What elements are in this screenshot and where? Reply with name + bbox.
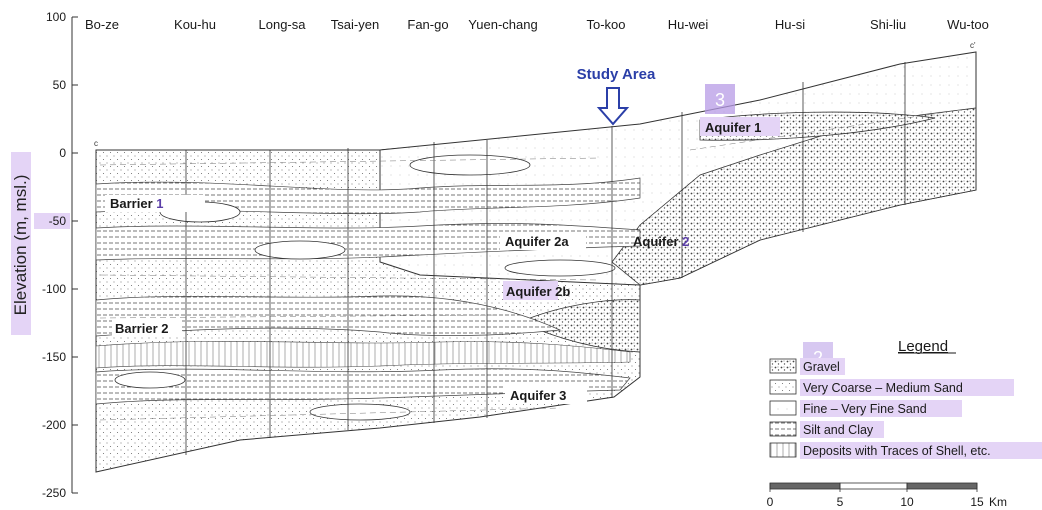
location-label: Kou-hu (174, 17, 216, 32)
y-axis-label-highlight (11, 152, 31, 335)
cross-section-body: c c' (94, 41, 977, 473)
legend-item-highlight (800, 400, 962, 417)
barrier-1-label: Barrier 1 (110, 196, 164, 211)
clay-lens (309, 403, 411, 421)
lower-gravel-lens (519, 299, 641, 353)
location-label: To-koo (586, 17, 625, 32)
scale-tick-label: 0 (767, 495, 774, 509)
down-arrow-icon (596, 87, 630, 126)
scale-tick-label: 15 (970, 495, 984, 509)
y-tick-label: -200 (42, 418, 66, 432)
location-label: Long-sa (259, 17, 307, 32)
legend-swatch (769, 400, 797, 416)
location-label: Bo-ze (85, 17, 119, 32)
legend-item-highlight (800, 379, 1014, 396)
label-backdrop (105, 195, 205, 212)
silt-clay-band-3 (95, 295, 562, 337)
legend-item-label: Very Coarse – Medium Sand (803, 381, 963, 395)
legend-item-label: Fine – Very Fine Sand (803, 402, 927, 416)
legend-item-label: Deposits with Traces of Shell, etc. (803, 444, 991, 458)
section-corner-mark: c' (970, 41, 976, 50)
y-tick-label: -250 (42, 486, 66, 500)
scale-bar-ticks: 0 5 10 15 Km (767, 483, 1007, 509)
clay-lens (114, 371, 186, 389)
svg-text:3: 3 (715, 90, 725, 110)
clay-lens (504, 259, 616, 277)
y-axis-label: Elevation (m, msl.) (11, 175, 30, 316)
y-tick-label: 100 (46, 10, 66, 24)
label-backdrop (500, 232, 586, 250)
y-tick-label: -50 (49, 214, 67, 228)
location-label: Fan-go (407, 17, 448, 32)
scale-unit-label: Km (989, 495, 1007, 509)
aquifer-2a-label: Aquifer 2a (505, 234, 569, 249)
aquifer-2-label: Aquifer 2 (633, 234, 689, 249)
layer-hatching (99, 109, 961, 421)
y-axis: 100 50 0 -50 -100 -150 -200 -250 Elevation (m, … (11, 10, 78, 500)
y-tick-label: -150 (42, 350, 66, 364)
y-tick-highlight (34, 213, 70, 229)
y-tick-label: 50 (53, 78, 67, 92)
legend-swatch (769, 442, 797, 458)
marker-badge: 3 (705, 84, 735, 114)
scale-bar: 0 5 10 15 Km (767, 482, 1007, 509)
legend-swatch (769, 421, 797, 437)
y-tick-label: -100 (42, 282, 66, 296)
study-area: Study Area (577, 66, 656, 126)
y-tick-label: 0 (59, 146, 66, 160)
borehole-lines (185, 52, 977, 455)
location-label: Tsai-yen (331, 17, 379, 32)
aquifer-2b-highlight (503, 281, 558, 300)
label-backdrop (505, 386, 587, 404)
unit-labels: Barrier 1 Barrier 2 Aquifer 1 Aquifer 2a… (105, 117, 780, 404)
legend-title: Legend (898, 338, 948, 355)
location-label: Hu-si (775, 17, 805, 32)
legend-item-highlight (800, 358, 845, 375)
silt-clay-band-1 (95, 177, 641, 215)
legend-item-label: Gravel (803, 360, 840, 374)
aquifer-1-highlight (700, 117, 780, 136)
aquifer-1-label: Aquifer 1 (705, 120, 761, 135)
location-labels: Bo-ze Kou-hu Long-sa Tsai-yen Fan-go Yuen-cha… (85, 17, 989, 32)
clay-lens (409, 154, 531, 176)
y-axis-ticks: 100 50 0 -50 -100 -150 -200 -250 (34, 10, 78, 500)
silt-clay-band-4 (95, 368, 631, 405)
location-label: Hu-wei (668, 17, 709, 32)
location-label: Wu-too (947, 17, 989, 32)
clay-lens (254, 240, 346, 260)
legend-item-highlight (800, 442, 1042, 459)
aquifer-3-label: Aquifer 3 (510, 388, 566, 403)
legend-swatch (769, 358, 797, 374)
scale-tick-label: 5 (837, 495, 844, 509)
aquifer-2b-label: Aquifer 2b (506, 284, 570, 299)
label-backdrop (112, 320, 182, 337)
legend-item-label: Silt and Clay (803, 423, 874, 437)
barrier-2-label: Barrier 2 (115, 321, 168, 336)
scale-tick-label: 10 (900, 495, 914, 509)
study-area-label: Study Area (577, 66, 656, 83)
shell-deposit-band (95, 341, 631, 369)
legend-swatch (769, 379, 797, 395)
location-label: Yuen-chang (468, 17, 537, 32)
location-label: Shi-liu (870, 17, 906, 32)
legend-item-highlight (800, 421, 884, 438)
section-corner-mark: c (94, 139, 98, 148)
